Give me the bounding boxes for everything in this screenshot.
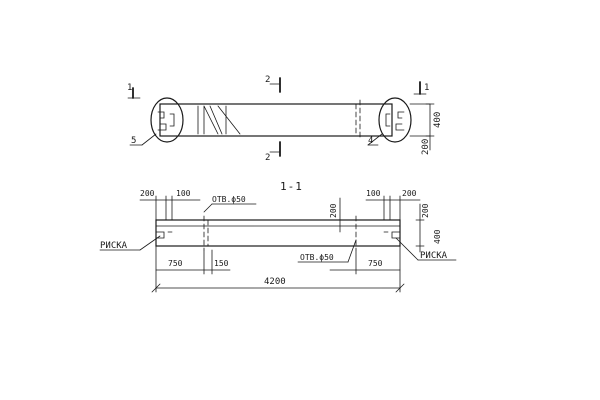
section-notch-left	[155, 231, 173, 239]
section-1-right-label: 1	[424, 83, 429, 93]
dim-150: 150	[214, 259, 229, 268]
dim-top-100-right: 100	[366, 189, 381, 198]
callout-5-label: 5	[131, 136, 136, 146]
plan-end-detail-right	[395, 111, 405, 131]
plan-end-oval-left	[150, 97, 184, 143]
section-2-top-label: 2	[265, 75, 270, 85]
hole-label-bottom: ОТВ.ϕ50	[300, 253, 334, 262]
callout-5-leader	[141, 133, 157, 146]
dim-750-left: 750	[168, 259, 183, 268]
plan-bracing	[197, 105, 241, 135]
dim-top-100-left: 100	[176, 189, 191, 198]
section-1-left-label: 1	[127, 83, 132, 93]
notch-right-label: РИСКА	[420, 251, 448, 261]
dim-total-tick-left	[151, 283, 161, 293]
dim-side-400: 400	[433, 229, 442, 244]
callout-4-leader	[367, 133, 383, 146]
hole-top-leader	[203, 203, 213, 213]
plan-end-detail-left-2	[169, 113, 175, 127]
plan-end-oval-right	[378, 97, 412, 143]
plan-dim-400-label: 400	[433, 112, 443, 128]
section-beam-outline	[155, 219, 401, 247]
dim-top-200-right: 200	[402, 189, 417, 198]
notch-left-label: РИСКА	[100, 241, 128, 251]
notch-left-leader	[139, 235, 161, 251]
section-2-bottom-label: 2	[265, 153, 270, 163]
dim-750-right: 750	[368, 259, 383, 268]
notch-right-leader	[395, 237, 419, 261]
dim-total-tick-right	[395, 283, 405, 293]
hole-label-top: ОТВ.ϕ50	[212, 195, 246, 204]
plan-dim-200-label: 200	[421, 139, 431, 155]
section-notch-right	[383, 231, 401, 239]
dim-total: 4200	[264, 277, 286, 287]
plan-beam-outline	[159, 103, 393, 137]
hole-bottom-leader	[347, 239, 357, 263]
dim-200-mid: 200	[329, 203, 338, 218]
plan-end-detail-left	[157, 111, 167, 131]
plan-view: 1 1 2 2 5 4 400 200	[127, 75, 443, 163]
section-title: 1-1	[280, 180, 303, 193]
dim-top-200-left: 200	[140, 189, 155, 198]
plan-end-detail-right-2	[385, 113, 391, 127]
callout-4-label: 4	[368, 136, 373, 146]
dim-side-200: 200	[421, 203, 430, 218]
section-view: 1-1 200 100 ОТВ.ϕ50 200 100 200	[99, 180, 457, 293]
